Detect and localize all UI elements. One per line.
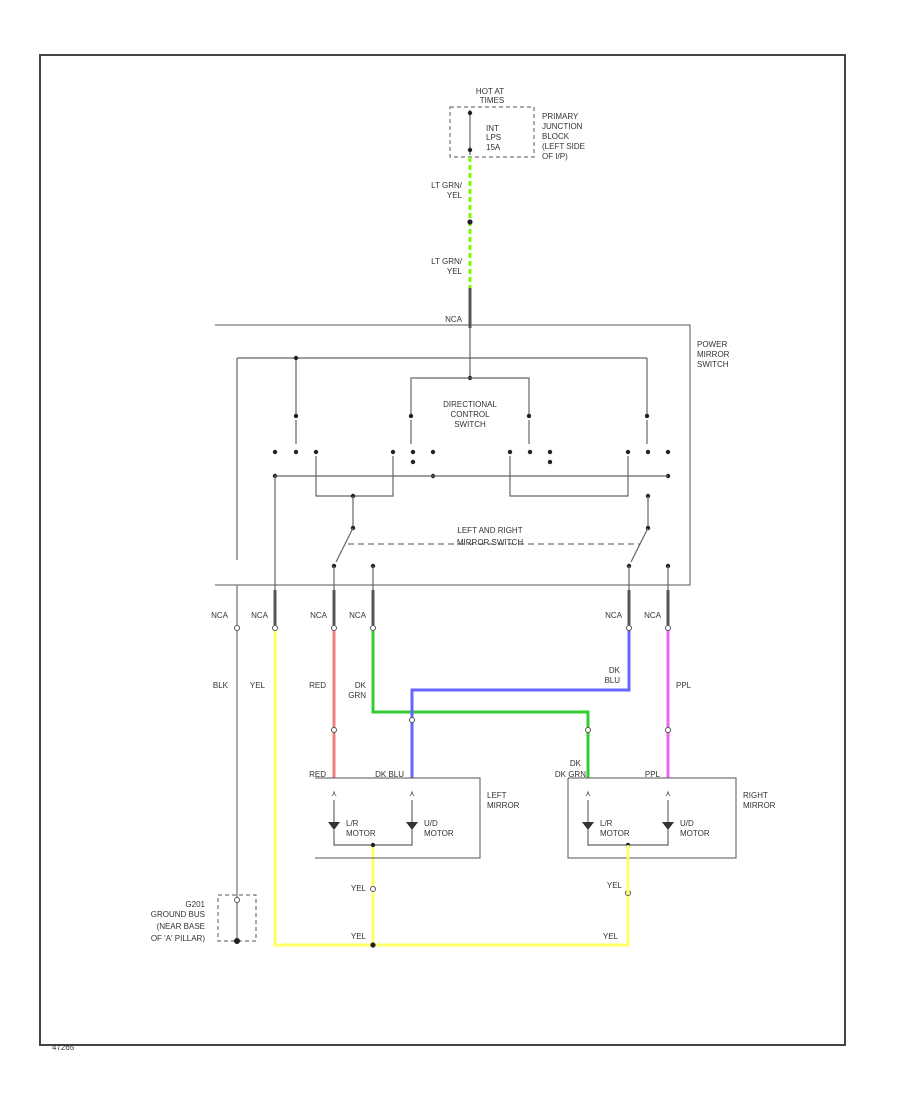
svg-text:NCA: NCA: [605, 611, 623, 620]
motor-diode-icon: [328, 822, 340, 830]
lt-grn-yel-wire: LT GRN/ YEL LT GRN/ YEL NCA: [431, 157, 473, 328]
svg-text:NCA: NCA: [445, 315, 463, 324]
svg-text:MIRROR SWITCH: MIRROR SWITCH: [457, 538, 523, 547]
svg-text:NCA: NCA: [644, 611, 662, 620]
svg-text:DK: DK: [609, 666, 621, 675]
svg-text:L/R: L/R: [600, 819, 613, 828]
svg-text:MOTOR: MOTOR: [600, 829, 630, 838]
svg-text:⋏: ⋏: [665, 789, 671, 798]
svg-text:POWER: POWER: [697, 340, 727, 349]
svg-text:INT: INT: [486, 124, 499, 133]
svg-text:RED: RED: [309, 770, 326, 779]
svg-text:PPL: PPL: [676, 681, 692, 690]
svg-text:PRIMARY: PRIMARY: [542, 112, 579, 121]
ground-g201: G201 GROUND BUS (NEAR BASE OF 'A' PILLAR…: [151, 894, 257, 944]
svg-text:OF 'A' PILLAR): OF 'A' PILLAR): [151, 934, 206, 943]
diagram-frame: [39, 54, 846, 1046]
svg-text:MIRROR: MIRROR: [487, 801, 520, 810]
motor-diode-icon: [662, 822, 674, 830]
svg-text:GROUND BUS: GROUND BUS: [151, 910, 205, 919]
svg-text:MOTOR: MOTOR: [424, 829, 454, 838]
svg-text:YEL: YEL: [250, 681, 266, 690]
power-mirror-switch: POWER MIRROR SWITCH DIRECTIONAL CONTROL …: [215, 324, 730, 590]
diagram-id: 47265: [52, 1043, 75, 1052]
svg-text:NCA: NCA: [310, 611, 328, 620]
svg-text:RIGHT: RIGHT: [743, 791, 768, 800]
svg-text:SWITCH: SWITCH: [697, 360, 729, 369]
left-mirror: RED DK BLU ⋏ ⋏ L/R MOTOR U/D MOTOR LEFT …: [309, 770, 520, 859]
svg-text:LT GRN/: LT GRN/: [431, 257, 463, 266]
svg-text:YEL: YEL: [603, 932, 619, 941]
ppl-wire: PPL: [665, 590, 692, 778]
right-mirror: DK DK GRN PPL ⋏ ⋏ L/R MOTOR U/D MOTOR RI…: [555, 759, 776, 895]
svg-text:⋏: ⋏: [409, 789, 415, 798]
svg-text:GRN: GRN: [348, 691, 366, 700]
svg-text:⋏: ⋏: [585, 789, 591, 798]
svg-text:MOTOR: MOTOR: [346, 829, 376, 838]
svg-text:⋏: ⋏: [331, 789, 337, 798]
red-wire: RED: [309, 590, 337, 778]
svg-text:15A: 15A: [486, 143, 501, 152]
switch-connector-labels: NCA NCA NCA NCA NCA NCA: [211, 611, 662, 620]
motor-diode-icon: [582, 822, 594, 830]
svg-text:DK: DK: [570, 759, 582, 768]
svg-text:NCA: NCA: [211, 611, 229, 620]
svg-text:MIRROR: MIRROR: [697, 350, 730, 359]
motor-diode-icon: [406, 822, 418, 830]
primary-junction-block: HOT AT TIMES INT LPS 15A PRIMARY JUNCTIO…: [449, 87, 585, 161]
svg-text:RED: RED: [309, 681, 326, 690]
dk-grn-wire: DK GRN: [348, 590, 591, 778]
svg-text:G201: G201: [185, 900, 205, 909]
blk-ground-wire: BLK: [213, 585, 238, 941]
svg-text:JUNCTION: JUNCTION: [542, 122, 583, 131]
svg-text:LPS: LPS: [486, 133, 501, 142]
dk-blu-wire: DK BLU: [409, 590, 631, 778]
svg-text:NCA: NCA: [251, 611, 269, 620]
svg-text:YEL: YEL: [447, 267, 463, 276]
svg-text:TIMES: TIMES: [480, 96, 504, 105]
svg-text:L/R: L/R: [346, 819, 359, 828]
svg-text:DK: DK: [355, 681, 367, 690]
svg-text:DK BLU: DK BLU: [375, 770, 404, 779]
svg-text:YEL: YEL: [607, 881, 623, 890]
svg-text:U/D: U/D: [424, 819, 438, 828]
svg-text:YEL: YEL: [351, 884, 367, 893]
svg-text:DIRECTIONAL: DIRECTIONAL: [443, 400, 497, 409]
svg-text:HOT AT: HOT AT: [476, 87, 504, 96]
yel-wire: YEL YEL YEL YEL YEL: [250, 590, 631, 948]
svg-text:MIRROR: MIRROR: [743, 801, 776, 810]
svg-text:(LEFT SIDE: (LEFT SIDE: [542, 142, 585, 151]
svg-text:LT GRN/: LT GRN/: [431, 181, 463, 190]
svg-text:SWITCH: SWITCH: [454, 420, 486, 429]
svg-text:MOTOR: MOTOR: [680, 829, 710, 838]
svg-text:(NEAR BASE: (NEAR BASE: [157, 922, 205, 931]
switch-connectors: [234, 625, 671, 631]
svg-text:LEFT: LEFT: [487, 791, 507, 800]
svg-text:BLOCK: BLOCK: [542, 132, 570, 141]
svg-text:U/D: U/D: [680, 819, 694, 828]
svg-text:DK GRN: DK GRN: [555, 770, 586, 779]
svg-text:OF I/P): OF I/P): [542, 152, 568, 161]
svg-text:PPL: PPL: [645, 770, 661, 779]
svg-text:CONTROL: CONTROL: [450, 410, 490, 419]
svg-text:YEL: YEL: [447, 191, 463, 200]
svg-text:BLU: BLU: [604, 676, 620, 685]
svg-text:NCA: NCA: [349, 611, 367, 620]
svg-text:LEFT AND RIGHT: LEFT AND RIGHT: [457, 526, 522, 535]
svg-text:BLK: BLK: [213, 681, 229, 690]
svg-text:YEL: YEL: [351, 932, 367, 941]
